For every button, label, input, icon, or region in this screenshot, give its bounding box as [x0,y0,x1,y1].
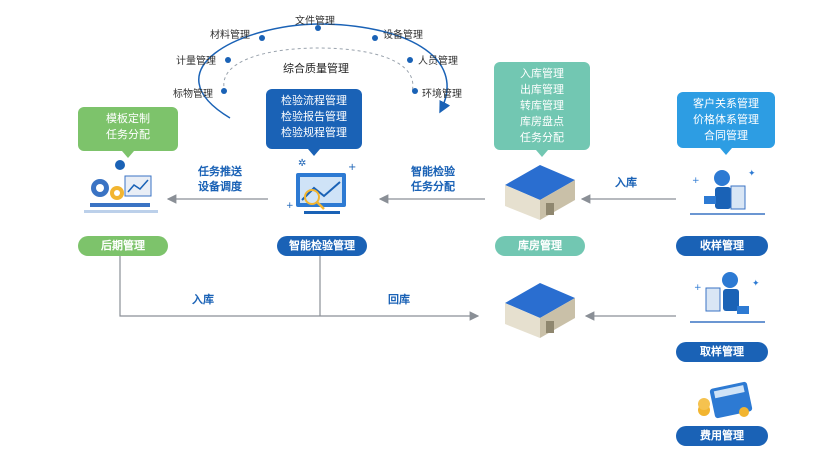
flow-label-push: 任务推送 设备调度 [190,164,250,194]
warehouse-building-bottom [505,283,575,338]
template-line-1: 模板定制 [106,112,150,125]
flow-label-return: 回库 [388,293,410,306]
cycle-node-env [412,88,418,94]
fee-calculator-illustration [698,381,753,419]
inspection-line-3: 检验规程管理 [281,126,347,139]
svg-text:+: + [348,162,356,173]
flow-label-storein-top: 入库 [615,176,637,189]
warehouse-building-top [505,165,575,220]
cycle-label-env: 环境管理 [422,89,462,100]
cycle-node-meter [225,57,231,63]
module-post-management[interactable]: 后期管理 [78,236,168,256]
cycle-label-meter: 计量管理 [176,56,216,67]
flow-smart-line-2: 任务分配 [411,180,455,193]
flow-smart-line-1: 智能检验 [411,165,455,178]
module-receive[interactable]: 收样管理 [676,236,768,256]
template-callout: 模板定制 任务分配 [78,107,178,158]
svg-text:✦: ✦ [748,169,756,179]
warehouse-line-5: 任务分配 [520,131,564,144]
svg-text:+: + [286,201,294,211]
warehouse-line-2: 出库管理 [520,83,564,96]
svg-text:+: + [694,283,702,293]
cycle-node-standard [221,88,227,94]
cycle-label-file: 文件管理 [295,16,335,27]
cycle-node-device [372,35,378,41]
flow-label-smart: 智能检验 任务分配 [403,164,463,194]
module-warehouse[interactable]: 库房管理 [495,236,585,256]
cycle-label-device: 设备管理 [383,30,423,41]
receive-illustration: ✦ + [690,169,765,215]
warehouse-callout: 入库管理 出库管理 转库管理 库房盘点 任务分配 [494,62,590,157]
cycle-title: 综合质量管理 [283,62,349,75]
cycle-label-standard: 标物管理 [173,89,213,100]
post-management-illustration [84,160,158,213]
cycle-node-staff [407,57,413,63]
svg-text:+: + [692,176,700,186]
flow-push-line-1: 任务推送 [198,165,242,178]
module-take-sample[interactable]: 取样管理 [676,342,768,362]
crm-line-2: 价格体系管理 [693,113,759,126]
take-sample-illustration: ✦ + [690,272,765,323]
flow-push-line-2: 设备调度 [198,180,242,193]
crm-line-1: 客户关系管理 [693,97,759,110]
inspection-line-1: 检验流程管理 [281,94,347,107]
cycle-node-material [259,35,265,41]
module-fee[interactable]: 费用管理 [676,426,768,446]
return-path-post [119,256,480,321]
cycle-inner-arc [223,47,414,93]
warehouse-line-3: 转库管理 [520,99,564,112]
cycle-label-material: 材料管理 [210,30,250,41]
cycle-node-file [315,25,321,31]
warehouse-line-1: 入库管理 [520,67,564,80]
smart-inspection-illustration: ✲ + + [286,158,356,214]
cycle-outer-arc [198,23,451,119]
warehouse-line-4: 库房盘点 [520,115,564,128]
cycle-label-staff: 人员管理 [418,56,458,67]
template-line-2: 任务分配 [106,128,150,141]
crm-callout: 客户关系管理 价格体系管理 合同管理 [677,92,775,155]
svg-text:✲: ✲ [298,158,306,169]
crm-line-3: 合同管理 [704,129,748,142]
inspection-callout: 检验流程管理 检验报告管理 检验规程管理 [266,89,362,156]
module-smart-inspection[interactable]: 智能检验管理 [277,236,367,256]
svg-text:✦: ✦ [752,279,760,289]
flow-label-storein-bottom: 入库 [192,293,214,306]
inspection-line-2: 检验报告管理 [281,110,347,123]
